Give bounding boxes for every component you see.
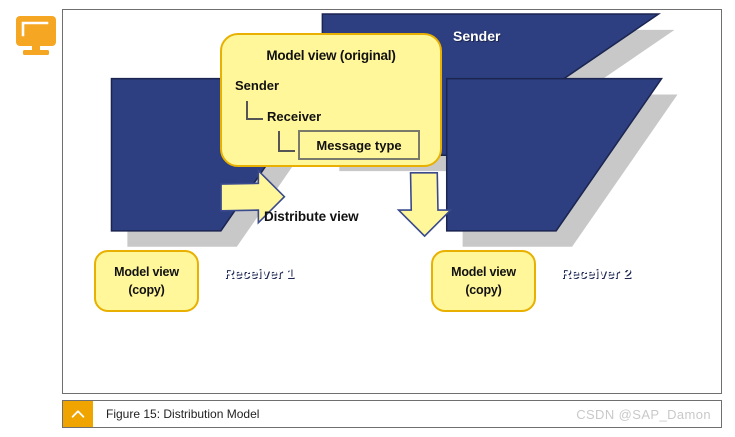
- model-view-copy-1-line1: Model view: [114, 265, 179, 279]
- model-view-copy-2-line1: Model view: [451, 265, 516, 279]
- chevron-up-icon: [71, 410, 85, 418]
- receiver-2-shape: [445, 77, 664, 232]
- model-view-original-title: Model view (original): [266, 48, 396, 63]
- model-view-copy-1-text: Model view (copy): [96, 263, 197, 299]
- figure-caption-text: Figure 15: Distribution Model: [106, 407, 260, 421]
- receiver-2-label: Receiver 2: [561, 265, 632, 281]
- distribute-view-label: Distribute view: [264, 209, 359, 224]
- watermark-text: CSDN @SAP_Damon: [576, 406, 711, 422]
- figure-panel: Sender Receiver 1 Receiver 2 Model view …: [62, 9, 722, 394]
- tree-elbow-message-type-icon: [278, 131, 295, 152]
- model-view-copy-1-line2: (copy): [128, 283, 165, 297]
- model-view-copy-1-box[interactable]: Model view (copy): [94, 250, 199, 312]
- tree-label-sender: Sender: [235, 78, 280, 93]
- tree-label-receiver: Receiver: [267, 109, 322, 124]
- receiver-1-label: Receiver 1: [224, 265, 295, 281]
- figure-caption-bar: Figure 15: Distribution Model CSDN @SAP_…: [62, 400, 722, 428]
- monitor-icon: [14, 14, 58, 56]
- sender-label: Sender: [453, 28, 501, 44]
- collapse-toggle-button[interactable]: [63, 401, 93, 427]
- model-view-copy-2-box[interactable]: Model view (copy): [431, 250, 536, 312]
- distribute-arrow-left: [220, 168, 286, 225]
- model-view-copy-2-line2: (copy): [465, 283, 502, 297]
- distribute-arrow-right: [396, 172, 453, 238]
- message-type-box[interactable]: Message type: [298, 130, 420, 160]
- model-view-copy-2-text: Model view (copy): [433, 263, 534, 299]
- tree-elbow-receiver-icon: [246, 101, 263, 120]
- model-view-original-box[interactable]: Model view (original) Sender Receiver Me…: [220, 33, 442, 167]
